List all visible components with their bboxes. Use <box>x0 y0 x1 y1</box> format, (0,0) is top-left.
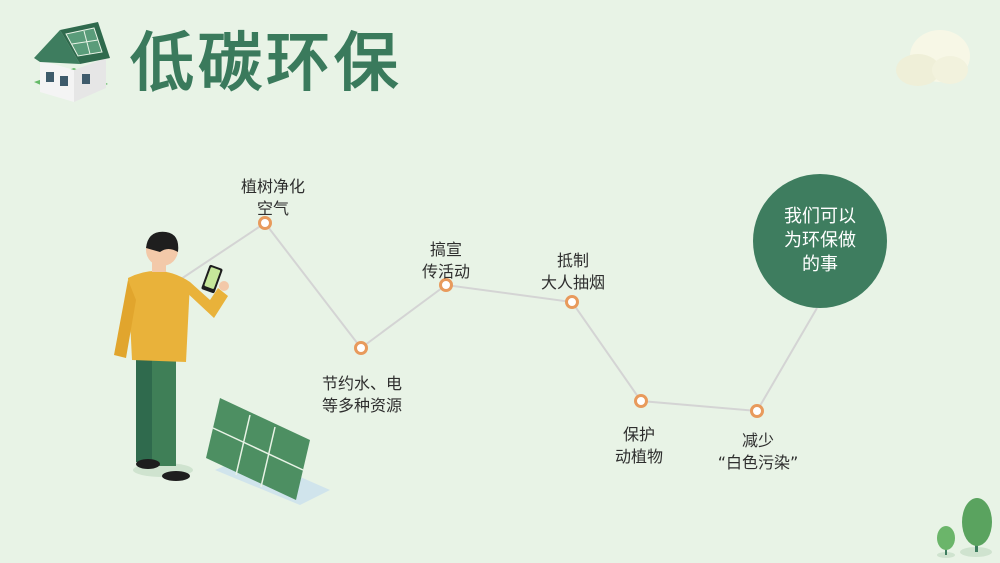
step-label: 节约水、电 等多种资源 <box>321 374 402 415</box>
step-label: 植树净化 空气 <box>240 177 305 218</box>
path-node <box>565 295 579 309</box>
page-title: 低碳环保 <box>130 27 402 101</box>
path-node <box>354 341 368 355</box>
path-node <box>258 216 272 230</box>
solar-panel-icon <box>206 398 330 505</box>
step-label: 减少 “白色污染” <box>717 431 799 472</box>
cloud-icon <box>896 30 970 86</box>
path-node <box>750 404 764 418</box>
path-line <box>174 221 818 413</box>
tree-icon <box>937 498 992 558</box>
step-label: 搞宣 传活动 <box>421 240 470 281</box>
path-node <box>634 394 648 408</box>
goal-circle: 我们可以 为环保做 的事 <box>753 174 887 308</box>
person-illustration <box>114 231 229 481</box>
path-node <box>439 278 453 292</box>
step-label: 保护 动植物 <box>614 425 663 466</box>
step-label: 抵制 大人抽烟 <box>540 251 605 292</box>
house-icon <box>34 22 110 102</box>
